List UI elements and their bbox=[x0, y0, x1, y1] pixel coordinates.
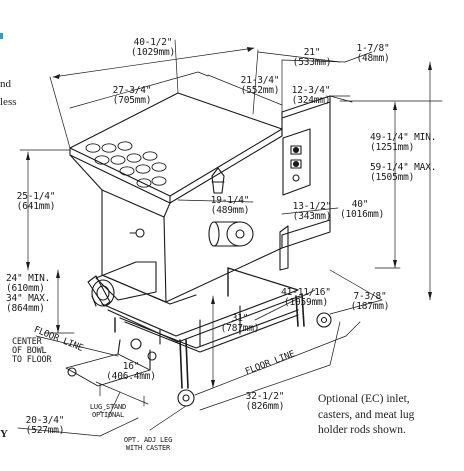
dim-height-min: 49-1/4" MIN.(1251mm) bbox=[370, 132, 437, 153]
dim-lug: 16"(406.4mm) bbox=[106, 361, 156, 382]
dim-offset: 1-7/8"(48mm) bbox=[356, 43, 390, 64]
dim-right-offset: 7-3/8"(187mm) bbox=[350, 291, 390, 312]
grinder-head bbox=[95, 261, 157, 301]
dim-leg-height: 31"(787mm) bbox=[220, 313, 260, 334]
caster-front bbox=[177, 389, 195, 407]
dim-height-max: 59-1/4" MAX.(1505mm) bbox=[370, 162, 437, 183]
dim-top-width: 21-3/4"(552mm) bbox=[240, 75, 280, 96]
figure-caption: Optional (EC) inlet, casters, and meat l… bbox=[318, 393, 415, 436]
dim-overall-height: 40"(1016mm) bbox=[340, 199, 385, 220]
hopper-top-surface bbox=[69, 92, 283, 197]
dim-top-inner: 27-3/4"(705mm) bbox=[112, 85, 152, 106]
dim-top-depth: 40-1/2"(1029mm) bbox=[130, 37, 176, 58]
control-panel bbox=[282, 128, 311, 196]
lug-stand-label: LUG STAND OPTIONAL bbox=[89, 403, 127, 419]
lid-holes bbox=[85, 141, 167, 188]
caster-right bbox=[316, 312, 332, 328]
dim-left-height: 25-1/4"(641mm) bbox=[16, 191, 56, 212]
dim-diagonal: 41-11/16"(1059mm) bbox=[281, 287, 331, 308]
text-fragment-1: nd bbox=[0, 78, 11, 90]
dim-width: 21"(533mm) bbox=[292, 47, 332, 68]
leg-front bbox=[179, 339, 183, 389]
center-bowl-label: CENTER OF BOWL TO FLOOR bbox=[12, 337, 52, 365]
text-fragment-3: Y bbox=[0, 428, 8, 440]
motor-end bbox=[226, 221, 254, 247]
text-fragment-2: less bbox=[0, 96, 17, 108]
dim-base-left: 20-3/4"(527mm) bbox=[25, 415, 65, 436]
dim-side: 12-3/4"(324mm) bbox=[291, 85, 331, 106]
stand-frame bbox=[101, 267, 299, 337]
dim-base-depth: 32-1/2"(826mm) bbox=[245, 391, 285, 412]
dim-bowl-height: 24" MIN. (610mm) 34" MAX. (864mm) bbox=[6, 273, 51, 314]
accent-mark bbox=[0, 33, 3, 39]
adj-leg-label: OPT. ADJ LEG WITH CASTER bbox=[123, 436, 173, 452]
leg-right bbox=[295, 295, 299, 327]
dim-motor: 13-1/2"(343mm) bbox=[292, 201, 332, 222]
dim-throat: 19-1/4"(489mm) bbox=[210, 195, 250, 216]
hopper-front-wall bbox=[69, 154, 171, 218]
